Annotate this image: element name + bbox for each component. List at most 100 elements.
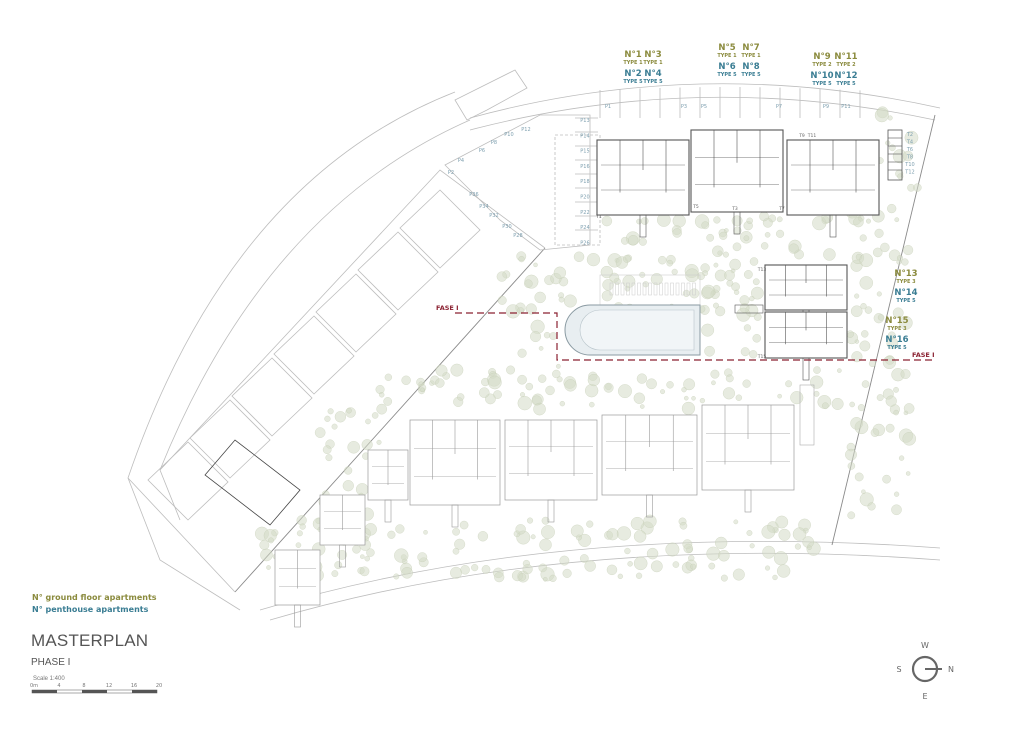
tree — [847, 511, 856, 520]
tree — [344, 466, 353, 475]
tree — [524, 279, 533, 288]
tree — [788, 243, 799, 254]
tree — [776, 216, 783, 223]
tree — [617, 573, 623, 579]
tree — [876, 291, 882, 297]
tree — [342, 480, 354, 492]
tree — [854, 293, 860, 299]
sun-lounger — [686, 282, 691, 296]
lot-outline — [315, 273, 397, 353]
tree — [346, 407, 352, 414]
parking-label: P4 — [458, 158, 464, 164]
tree — [606, 528, 619, 541]
future-buildings-south — [274, 384, 815, 628]
unit-type-ground: TYPE 1 — [623, 60, 643, 66]
tree — [603, 382, 614, 393]
tree — [635, 572, 643, 579]
legend-ground-floor: N° ground floor apartments — [32, 593, 157, 602]
terrace-label: T9 — [798, 133, 805, 139]
tree — [897, 255, 904, 262]
tree — [752, 334, 761, 343]
tree — [898, 455, 905, 461]
tree — [636, 373, 648, 384]
tree — [360, 554, 365, 559]
tree — [606, 564, 618, 576]
road-bottom-curve — [259, 540, 941, 621]
tree — [530, 331, 541, 342]
tree — [325, 454, 333, 462]
tree — [702, 270, 708, 276]
tree — [898, 316, 913, 330]
site-boundary-left — [127, 169, 546, 593]
tree — [533, 262, 538, 268]
tree — [711, 380, 716, 386]
tree — [706, 546, 721, 561]
tree — [379, 392, 385, 398]
tree — [894, 491, 900, 497]
sun-lounger — [675, 282, 680, 296]
terrace-label: T3 — [731, 206, 738, 212]
unit-number-ground: N°3 — [644, 50, 661, 60]
tree — [539, 538, 552, 551]
tree — [435, 378, 445, 388]
unit-type-ground: TYPE 1 — [717, 53, 737, 59]
compass: W S N E — [896, 641, 954, 701]
sun-lounger — [626, 282, 630, 296]
compass-north: N — [948, 665, 954, 674]
staircase — [639, 214, 647, 238]
tree — [764, 232, 771, 238]
tree — [638, 237, 647, 246]
tree — [861, 489, 866, 494]
tree — [376, 403, 387, 415]
tree — [790, 391, 804, 405]
staircase — [744, 489, 752, 513]
scale-tick-label: 0m — [30, 683, 38, 689]
tree — [549, 574, 557, 582]
tree — [724, 270, 735, 281]
tree — [720, 574, 728, 582]
unit-type-ground: TYPE 2 — [812, 62, 832, 68]
lot-outline — [273, 315, 355, 395]
staircase — [339, 544, 346, 568]
terrace-label: T1 — [595, 214, 602, 220]
tree — [622, 274, 636, 288]
tree — [701, 221, 710, 230]
sun-lounger — [664, 282, 669, 296]
tree — [901, 258, 909, 266]
tree — [743, 235, 750, 242]
tree — [859, 340, 871, 352]
tree — [734, 289, 740, 295]
unit-type-ground: TYPE 1 — [741, 53, 761, 59]
tree — [454, 538, 466, 550]
tree — [477, 531, 489, 542]
tree — [543, 332, 551, 339]
tree — [616, 526, 632, 541]
tree — [877, 314, 885, 321]
tree — [850, 305, 863, 317]
tree — [450, 566, 462, 579]
road-outer-curve — [127, 91, 471, 611]
tree — [894, 217, 900, 223]
tree — [813, 366, 821, 374]
staircase — [802, 357, 810, 381]
tree — [580, 554, 589, 563]
tree — [861, 330, 869, 338]
tree — [850, 417, 863, 430]
tree — [459, 520, 469, 530]
unit-number-penthouse: N°10 — [810, 71, 833, 81]
tree — [259, 540, 270, 550]
tree — [864, 306, 873, 314]
tree — [722, 387, 735, 400]
tree — [518, 573, 527, 581]
tree — [660, 389, 665, 395]
tree — [742, 379, 751, 388]
unit-number-ground: N°15 — [885, 316, 908, 326]
tree — [621, 236, 629, 245]
scale-tick-label: 8 — [82, 683, 85, 689]
tree — [859, 234, 867, 242]
tree — [585, 384, 599, 398]
tree — [541, 525, 555, 539]
tree — [618, 384, 632, 398]
tree — [562, 568, 572, 578]
unit-number-penthouse: N°4 — [644, 69, 661, 79]
